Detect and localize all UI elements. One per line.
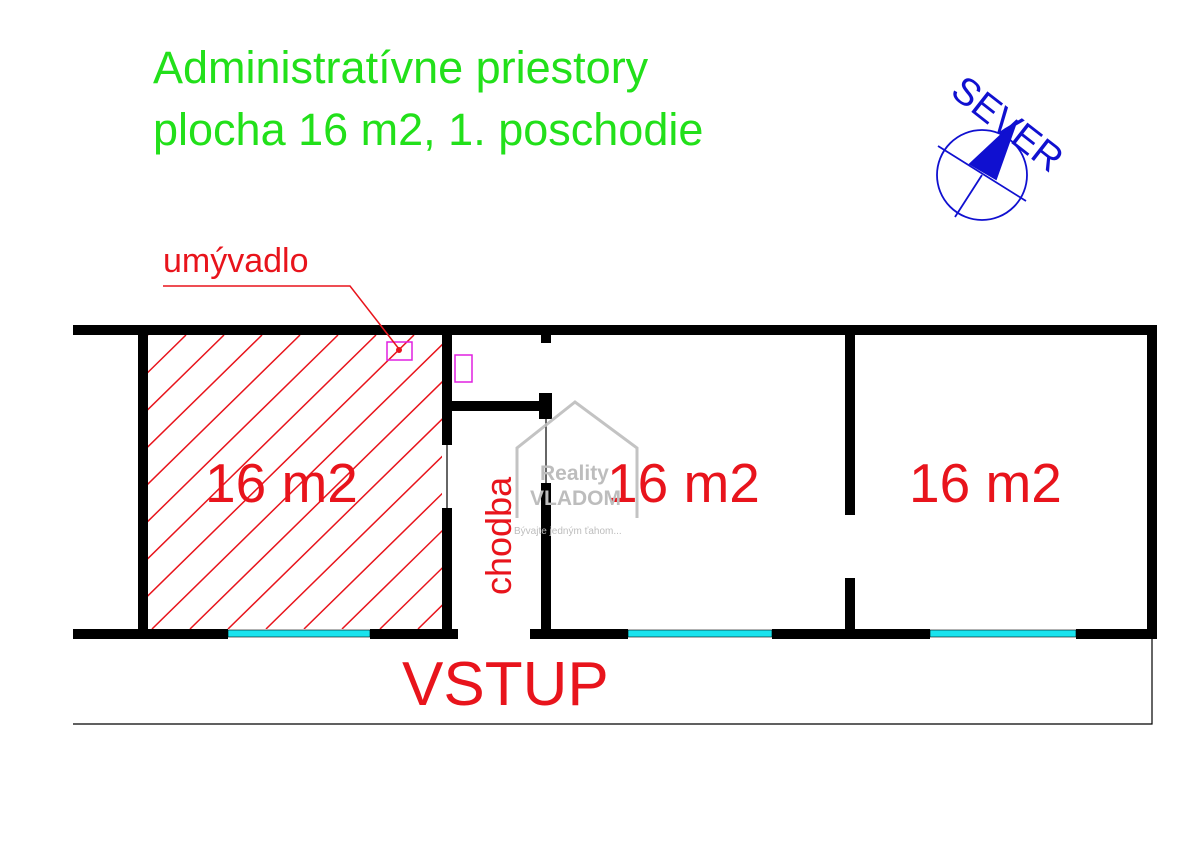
hatch-line [148, 335, 377, 560]
watermark-slogan: Bývajte jedným ťahom... [514, 526, 622, 537]
room-1-area: 16 m2 [205, 452, 358, 514]
hatch-line [227, 418, 442, 629]
hatch-line [379, 567, 442, 629]
watermark-brand-1: Reality [540, 462, 609, 485]
corridor-label: chodba [478, 476, 519, 595]
compass-icon [936, 119, 1028, 221]
terrace-outline [73, 634, 1153, 725]
hatch-leased-room [148, 335, 442, 629]
watermark-brand-2: VLADOM [530, 487, 621, 510]
hatch-line [189, 380, 442, 629]
title-line-1: Administratívne priestory [153, 42, 649, 93]
room-3-area: 16 m2 [909, 452, 1062, 514]
walls [73, 325, 1157, 639]
hatch-line [341, 529, 442, 629]
door-lines [446, 419, 547, 508]
entrance-label: VSTUP [402, 650, 609, 719]
hatch-line [148, 335, 339, 523]
hatch-line [303, 492, 442, 629]
windows [227, 629, 1077, 638]
hatch-line [148, 335, 225, 411]
hatch-line [148, 335, 415, 597]
watermark-logo [515, 400, 639, 518]
hatch-line [148, 335, 301, 486]
room-2-area: 16 m2 [607, 452, 760, 514]
sink-label: umývadlo [163, 242, 309, 280]
hatch-line [265, 455, 442, 629]
sink-leader-dot [396, 347, 402, 353]
sink-leader-line [163, 285, 400, 350]
corridor-fixture [454, 354, 473, 383]
sink-fixture [386, 341, 413, 361]
hatch-line [148, 335, 263, 448]
hatch-line [151, 343, 442, 629]
title-line-2: plocha 16 m2, 1. poschodie [153, 104, 704, 155]
hatch-line [148, 335, 149, 337]
